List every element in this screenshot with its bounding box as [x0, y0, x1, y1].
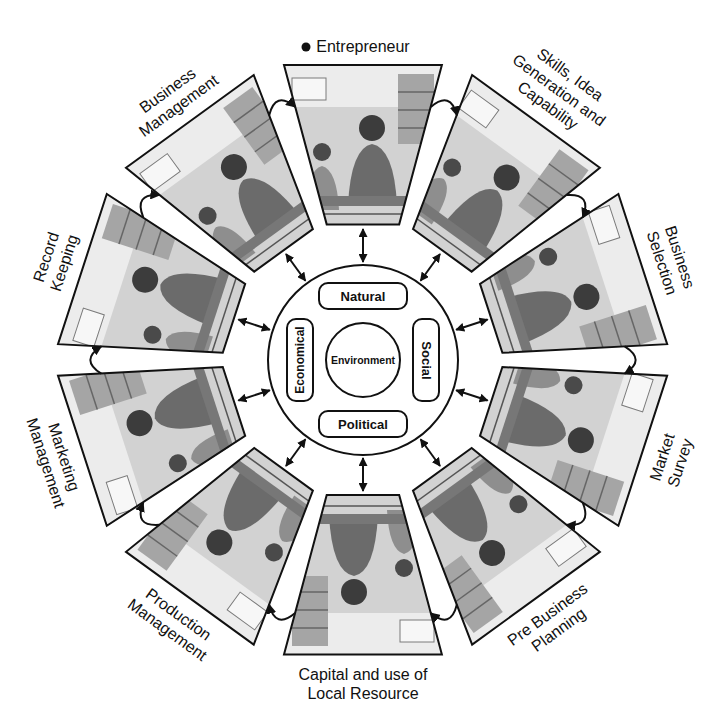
spoke-arrow: [456, 320, 487, 330]
environment-label: Political: [338, 417, 388, 432]
picture-panel: Skills, Idea Generation and Capability: [413, 75, 600, 272]
picture-panel: Market Survey: [480, 367, 667, 526]
picture-panel: Entrepreneur: [284, 65, 442, 224]
flow-arrow: [141, 503, 160, 525]
flow-arrow: [625, 346, 636, 373]
panel-label: Marketing Management: [20, 402, 90, 518]
panel-outline: [480, 367, 667, 526]
panel-label: Entrepreneur: [288, 36, 438, 55]
picture-panel: Business Management: [126, 75, 313, 272]
environment-box: Political: [318, 410, 408, 438]
flow-arrow: [431, 605, 457, 620]
flow-arrow: [567, 195, 586, 217]
panel-border: [480, 367, 667, 526]
spoke-arrow: [421, 439, 440, 466]
spoke-arrow: [286, 254, 305, 281]
environment-label: Environment: [331, 354, 395, 366]
flow-arrow: [141, 195, 160, 217]
panel-picture: [56, 319, 261, 530]
panel-border: [284, 65, 442, 224]
panel-border: [58, 367, 245, 526]
spoke-arrow: [238, 390, 269, 400]
panel-label: Business Selection: [640, 214, 702, 307]
flow-arrow: [90, 346, 101, 373]
center-circle: Environment: [325, 322, 401, 398]
panel-outline: [284, 495, 442, 654]
panel-outline: [284, 65, 442, 224]
panel-border: [284, 495, 442, 654]
panel-border: [480, 194, 667, 353]
picture-panel: Business Selection: [480, 194, 667, 353]
picture-panel: Capital and use of Local Resource: [284, 495, 442, 654]
flow-arrow: [567, 503, 586, 525]
picture-panel: Marketing Management: [58, 367, 245, 526]
panel-outline: [58, 194, 245, 353]
flow-arrow: [269, 100, 295, 115]
hub-ring: [268, 265, 458, 455]
picture-panel: Pre Business Planning: [413, 448, 600, 645]
panel-outline: [480, 194, 667, 353]
panel-label: Capital and use of Local Resource: [278, 665, 448, 703]
spoke-arrow: [421, 254, 440, 281]
panel-picture: [466, 190, 671, 401]
spoke-arrow: [363, 229, 364, 262]
flow-arrow: [269, 605, 295, 620]
panel-border: [58, 194, 245, 353]
environment-label: Economical: [293, 326, 307, 393]
environment-label: Social: [419, 341, 434, 379]
environment-box: Social: [412, 318, 440, 402]
environment-box: Natural: [318, 282, 408, 310]
spoke-arrow: [456, 390, 487, 400]
environment-box: Economical: [286, 318, 314, 402]
panel-label: Business Management: [119, 52, 226, 144]
panel-label: Skills, Idea Generation and Capability: [492, 30, 627, 150]
panel-outline: [58, 367, 245, 526]
picture-panel: Production Management: [126, 448, 313, 645]
bullet-dot: [302, 43, 311, 52]
picture-panel: Record Keeping: [58, 194, 245, 353]
spoke-arrow: [363, 458, 364, 491]
spoke-arrow: [286, 439, 305, 466]
flow-arrow: [431, 100, 457, 115]
environment-label: Natural: [341, 289, 386, 304]
panel-label: Production Management: [115, 573, 230, 671]
spoke-arrow: [238, 320, 269, 330]
